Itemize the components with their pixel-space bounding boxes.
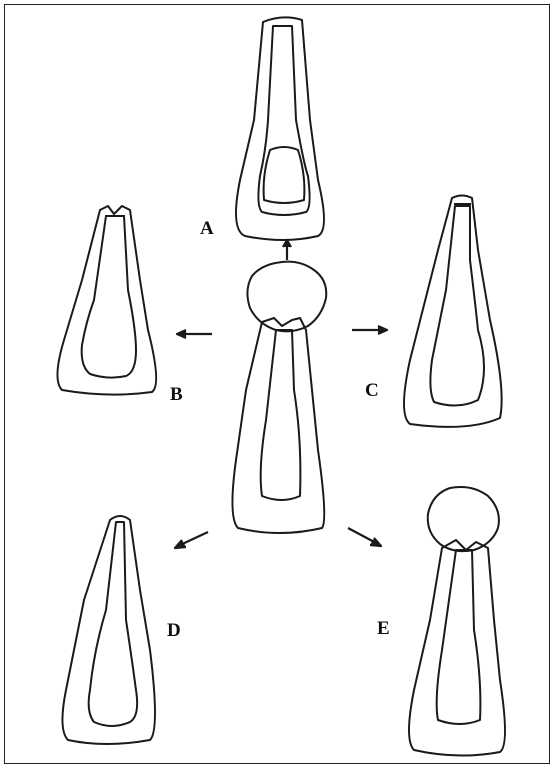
tooth-a	[236, 17, 324, 240]
tooth-a-canal	[258, 26, 309, 215]
label-a: A	[200, 218, 214, 240]
tooth-e	[409, 487, 505, 756]
arrow-to-d	[175, 532, 208, 548]
tooth-b	[57, 206, 156, 395]
tooth-d	[62, 516, 155, 744]
tooth-a-chamber	[264, 147, 305, 203]
label-e: E	[377, 618, 390, 640]
tooth-d-canal	[89, 522, 137, 726]
arrow-to-c	[352, 326, 387, 334]
tooth-e-canal	[437, 550, 481, 724]
arrow-to-e	[348, 528, 381, 546]
tooth-c	[404, 196, 502, 427]
arrow-to-b	[177, 330, 212, 338]
lesion-e	[428, 487, 499, 551]
label-b: B	[170, 384, 183, 406]
tooth-b-outline	[57, 206, 156, 395]
label-c: C	[365, 380, 379, 402]
arrow-to-a	[283, 240, 291, 260]
tooth-center-canal	[261, 330, 301, 500]
tooth-center	[232, 262, 326, 533]
tooth-d-outline	[62, 516, 155, 744]
label-d: D	[167, 620, 181, 642]
tooth-b-canal	[82, 216, 136, 378]
lesion-center	[247, 262, 326, 332]
tooth-a-outline	[236, 17, 324, 240]
arrows	[175, 240, 387, 548]
